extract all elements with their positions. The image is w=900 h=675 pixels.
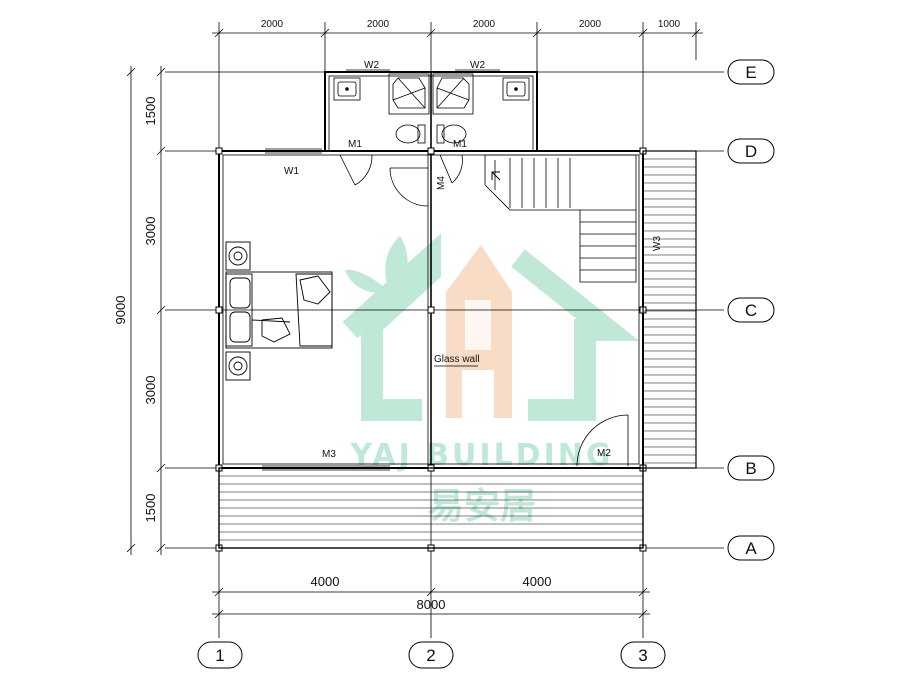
top-dimension-chain bbox=[212, 28, 703, 38]
bottom-dim-2: 4000 bbox=[523, 574, 552, 589]
staircase bbox=[484, 154, 637, 283]
axis-bubble-b bbox=[727, 455, 775, 481]
label-w1: W1 bbox=[284, 166, 299, 177]
axis-bubble-d bbox=[727, 138, 775, 164]
bottom-dim-total: 8000 bbox=[417, 597, 446, 612]
door-m1-left bbox=[339, 154, 356, 186]
axis-bubble-a bbox=[727, 535, 775, 561]
label-w3: W3 bbox=[652, 236, 663, 251]
top-dim-5: 1000 bbox=[658, 19, 681, 30]
left-dim-total: 9000 bbox=[113, 296, 128, 325]
shower-left bbox=[388, 73, 430, 115]
axis-bubble-e bbox=[727, 59, 775, 85]
top-dim-3: 2000 bbox=[473, 19, 496, 30]
sink-right bbox=[502, 77, 530, 101]
axis-label-1: 1 bbox=[215, 646, 224, 665]
axis-label-2: 2 bbox=[426, 646, 435, 665]
toilet-left bbox=[395, 124, 421, 144]
axis-label-b: B bbox=[745, 459, 756, 478]
axis-label-e: E bbox=[745, 63, 756, 82]
axis-bubble-c bbox=[727, 297, 775, 323]
watermark-chinese: 易安居 bbox=[428, 486, 536, 527]
axis-bubble-1 bbox=[197, 641, 243, 669]
left-dim-2: 3000 bbox=[143, 217, 158, 246]
left-dim-1: 1500 bbox=[143, 97, 158, 126]
label-glass-wall: Glass wall bbox=[434, 354, 480, 365]
watermark-house-left bbox=[342, 233, 441, 421]
top-dim-4: 2000 bbox=[579, 19, 602, 30]
nightstand-lamp-bottom-icon bbox=[225, 351, 251, 381]
label-m1-right: M1 bbox=[453, 139, 467, 150]
watermark-leaf-icon bbox=[345, 236, 408, 300]
label-w2-left: W2 bbox=[364, 60, 379, 71]
label-m4: M4 bbox=[436, 176, 447, 190]
left-dim-4: 1500 bbox=[143, 494, 158, 523]
doors bbox=[339, 154, 629, 467]
shower-right bbox=[432, 73, 474, 115]
bed bbox=[225, 271, 333, 349]
bottom-dimension-chains bbox=[212, 587, 650, 619]
label-m3: M3 bbox=[322, 449, 336, 460]
axis-label-a: A bbox=[745, 539, 757, 558]
bathroom-fixtures bbox=[333, 73, 530, 144]
door-m1-right bbox=[439, 154, 453, 184]
axis-label-d: D bbox=[745, 142, 757, 161]
left-dimension-chains bbox=[126, 66, 166, 555]
axis-bubbles bbox=[197, 59, 775, 669]
axis-bubble-3 bbox=[620, 641, 666, 669]
watermark: YAJ BUILDING 易安居 bbox=[342, 233, 640, 527]
front-terrace-decking bbox=[218, 467, 644, 549]
label-w2-right: W2 bbox=[470, 60, 485, 71]
sink-left bbox=[333, 77, 361, 101]
left-dim-3: 3000 bbox=[143, 376, 158, 405]
windows bbox=[262, 69, 500, 471]
label-m2: M2 bbox=[597, 448, 611, 459]
side-balcony-decking bbox=[642, 150, 697, 469]
bottom-dim-1: 4000 bbox=[311, 574, 340, 589]
axis-label-c: C bbox=[745, 301, 757, 320]
nightstand-lamp-top-icon bbox=[225, 241, 251, 271]
toilet-right bbox=[441, 124, 467, 144]
axis-bubble-2 bbox=[408, 641, 454, 669]
stair-arrow-icon bbox=[491, 171, 501, 181]
top-dim-2: 2000 bbox=[367, 19, 390, 30]
top-dim-1: 2000 bbox=[261, 19, 284, 30]
label-m1-left: M1 bbox=[348, 139, 362, 150]
watermark-house-right bbox=[511, 249, 640, 421]
axis-label-3: 3 bbox=[638, 646, 647, 665]
